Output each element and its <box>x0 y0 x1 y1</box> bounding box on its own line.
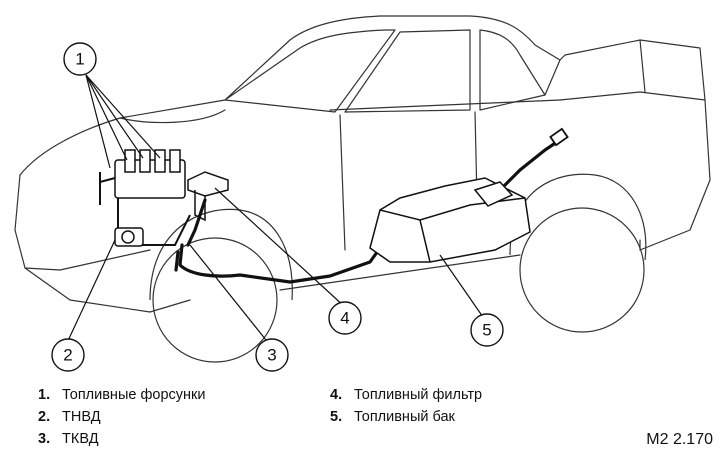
callout-number-2: 2 <box>63 346 72 365</box>
callout-markers <box>51 42 504 372</box>
fuel-injectors <box>99 149 191 246</box>
callout-number-1: 1 <box>75 50 84 69</box>
legend-number: 2. <box>38 409 51 425</box>
callout-numbers: 1 2 3 4 5 <box>63 50 491 365</box>
legend-item: 3. ТКВД <box>38 428 205 450</box>
legend-left-column: 1. Топливные форсунки 2. ТНВД 3. ТКВД <box>38 384 205 450</box>
legend-number: 1. <box>38 387 51 403</box>
legend-label: ТКВД <box>62 431 99 447</box>
legend-label: Топливный бак <box>354 409 455 425</box>
callout-circle-1 <box>63 42 97 76</box>
callout-circle-2 <box>51 338 85 372</box>
callout-number-3: 3 <box>267 346 276 365</box>
legend-right-column: 4. Топливный фильтр 5. Топливный бак <box>330 384 482 428</box>
legend-item: 1. Топливные форсунки <box>38 384 205 406</box>
fuel-system-diagram: 1 2 3 4 5 <box>14 15 711 372</box>
high-pressure-pump <box>114 227 144 247</box>
fuel-tank <box>369 177 531 263</box>
legend-item: 2. ТНВД <box>38 406 205 428</box>
truck-body-outline <box>14 15 711 313</box>
callout-number-4: 4 <box>340 309 349 328</box>
legend-label: ТНВД <box>62 409 101 425</box>
figure-code: M2 2.170 <box>646 431 713 448</box>
legend-number: 3. <box>38 431 51 447</box>
filler-neck <box>519 127 569 171</box>
legend-label: Топливный фильтр <box>354 387 483 403</box>
leader-lines <box>65 74 486 346</box>
callout-number-5: 5 <box>482 321 491 340</box>
callout-circle-4 <box>328 301 362 335</box>
legend-number: 4. <box>330 387 343 403</box>
legend-item: 5. Топливный бак <box>330 406 482 428</box>
legend-item: 4. Топливный фильтр <box>330 384 482 406</box>
callout-circle-5 <box>470 313 504 347</box>
callout-circle-3 <box>255 338 289 372</box>
legend-number: 5. <box>330 409 343 425</box>
legend-label: Топливные форсунки <box>62 387 206 403</box>
